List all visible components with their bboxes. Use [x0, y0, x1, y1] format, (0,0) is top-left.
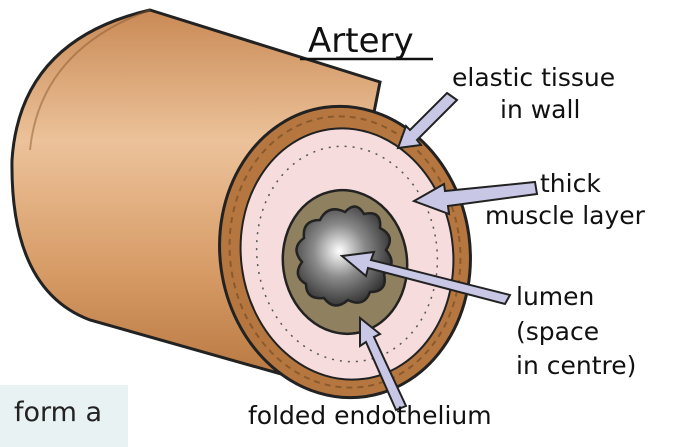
label-lumen: lumen	[516, 282, 594, 311]
label-thick: thick	[540, 169, 601, 198]
label-muscle-layer: muscle layer	[485, 201, 646, 230]
caption-text: form a	[14, 397, 103, 428]
caption-box: form a	[0, 385, 128, 447]
label-folded-endothelium: folded endothelium	[248, 401, 492, 430]
arrow-lumen	[339, 250, 512, 306]
arrow-endothelium	[359, 315, 408, 412]
arrow-elastic	[396, 91, 459, 150]
label-elastic-tissue: elastic tissue	[452, 63, 615, 92]
label-in-wall: in wall	[500, 95, 580, 124]
arrow-muscle	[411, 180, 539, 216]
diagram-title: Artery	[308, 21, 414, 61]
label-space: (space	[516, 317, 599, 346]
label-in-centre: in centre)	[516, 351, 636, 380]
